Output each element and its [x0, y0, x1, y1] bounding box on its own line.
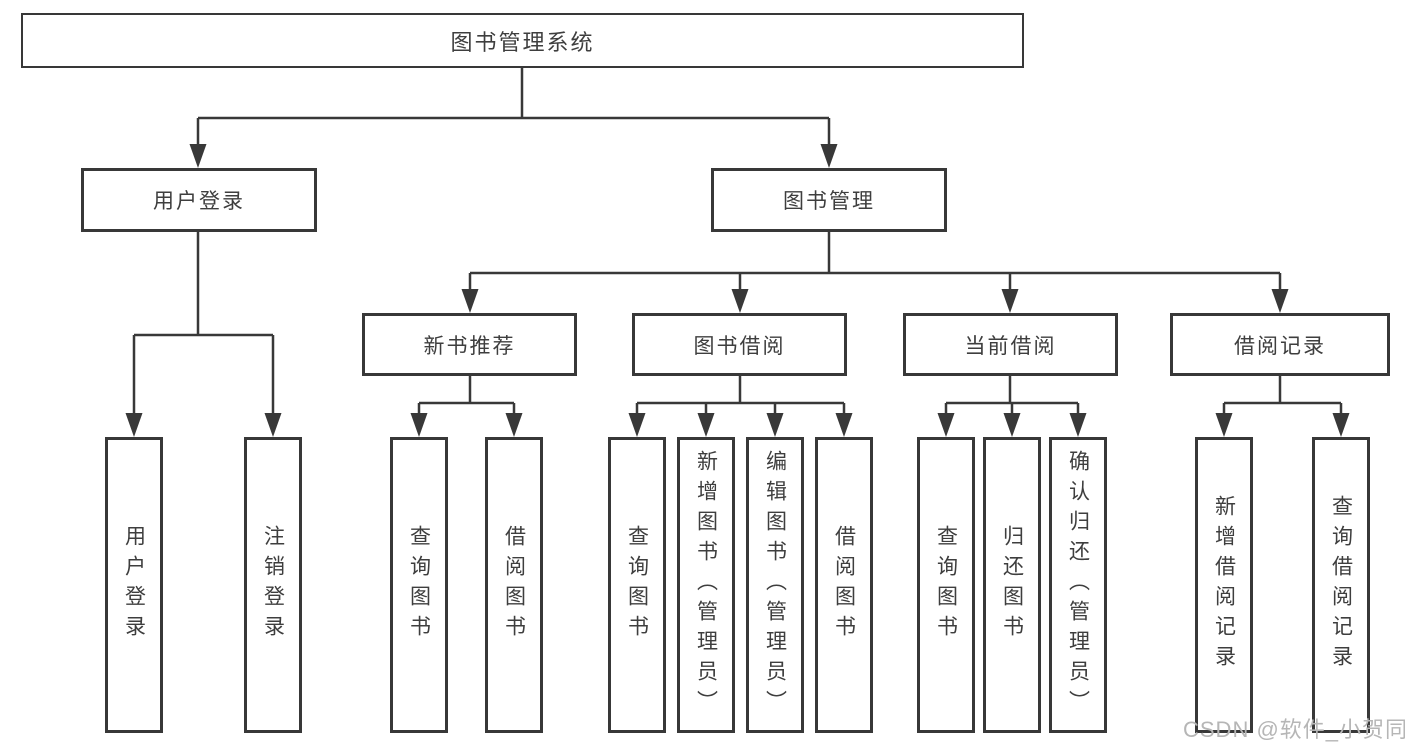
leaf-user-login: 用户登录 [105, 437, 163, 733]
leaf-query-books-borrow: 查询图书 [608, 437, 666, 733]
leaf-edit-book-admin: 编辑图书（管理员） [746, 437, 804, 733]
leaf-edit-book-admin-label: 编辑图书（管理员） [763, 450, 787, 720]
node-borrow-records-label: 借阅记录 [1234, 334, 1326, 358]
leaf-borrow-books-recommend: 借阅图书 [485, 437, 543, 733]
leaf-query-books-current: 查询图书 [917, 437, 975, 733]
node-user-login: 用户登录 [81, 168, 317, 232]
node-book-management-label: 图书管理 [783, 190, 875, 213]
leaf-add-borrow-record-label: 新增借阅记录 [1212, 495, 1236, 675]
node-current-borrow: 当前借阅 [903, 313, 1118, 376]
connector-path [132, 68, 1343, 419]
leaf-confirm-return-admin: 确认归还（管理员） [1049, 437, 1107, 733]
leaf-return-books: 归还图书 [983, 437, 1041, 733]
node-current-borrow-label: 当前借阅 [964, 334, 1057, 358]
node-book-borrow-label: 图书借阅 [693, 334, 786, 358]
leaf-logout-label: 注销登录 [261, 525, 285, 645]
node-borrow-records: 借阅记录 [1170, 313, 1390, 376]
arrowhead-icons [125, 144, 1350, 437]
leaf-query-books-recommend-label: 查询图书 [407, 525, 431, 645]
leaf-logout: 注销登录 [244, 437, 302, 733]
csdn-watermark: CSDN @软件_小贺同学 [1183, 717, 1405, 742]
leaf-add-book-admin-label: 新增图书（管理员） [694, 450, 718, 720]
node-book-borrow: 图书借阅 [632, 313, 847, 376]
leaf-query-borrow-record-label: 查询借阅记录 [1329, 495, 1353, 675]
node-user-login-label: 用户登录 [153, 190, 245, 213]
leaf-query-books-current-label: 查询图书 [934, 525, 958, 645]
leaf-query-books-borrow-label: 查询图书 [625, 525, 649, 645]
node-root-label: 图书管理系统 [450, 29, 595, 55]
leaf-borrow-books-label: 借阅图书 [832, 525, 856, 645]
leaf-confirm-return-admin-label: 确认归还（管理员） [1066, 450, 1090, 720]
leaf-query-books-recommend: 查询图书 [390, 437, 448, 733]
node-book-management: 图书管理 [711, 168, 947, 232]
leaf-add-book-admin: 新增图书（管理员） [677, 437, 735, 733]
leaf-query-borrow-record: 查询借阅记录 [1312, 437, 1370, 733]
leaf-user-login-label: 用户登录 [122, 525, 146, 645]
node-root: 图书管理系统 [21, 13, 1024, 68]
leaf-borrow-books-recommend-label: 借阅图书 [502, 525, 526, 645]
node-new-book-recommend: 新书推荐 [362, 313, 577, 376]
node-new-book-recommend-label: 新书推荐 [423, 334, 516, 358]
leaf-return-books-label: 归还图书 [1000, 525, 1024, 645]
leaf-add-borrow-record: 新增借阅记录 [1195, 437, 1253, 733]
leaf-borrow-books: 借阅图书 [815, 437, 873, 733]
